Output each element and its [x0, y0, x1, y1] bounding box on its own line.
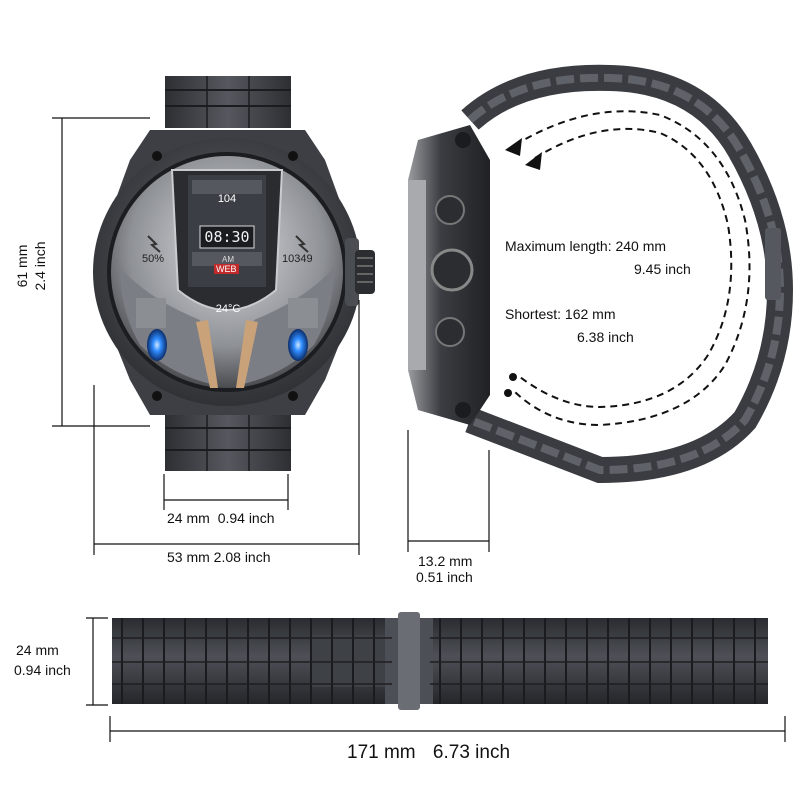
watch-face-calories: 10349	[282, 253, 313, 265]
band-length-mm: 171 mm	[347, 742, 416, 763]
case-width-label: 53 mm 2.08 inch	[167, 549, 271, 565]
front-strap-top	[165, 76, 291, 128]
shortest-length-inch: 6.38 inch	[577, 329, 634, 345]
strap-width-inch: 0.94 inch	[217, 510, 275, 526]
band-flat	[112, 612, 768, 710]
shortest-length-label: Shortest: 162 mm	[505, 306, 616, 322]
height-label-inch: 2.4 inch	[32, 241, 48, 291]
watch-face-time: 08:30	[204, 228, 250, 246]
band-width-inch: 0.94 inch	[14, 662, 71, 678]
thickness-label-inch: 0.51 inch	[416, 569, 473, 585]
watch-face-steps: 104	[217, 193, 237, 205]
max-length-label: Maximum length: 240 mm	[505, 238, 667, 254]
height-label-mm: 61 mm	[14, 244, 30, 288]
strap-width-mm: 24 mm	[167, 510, 210, 526]
crown-button	[345, 238, 375, 306]
band-length-label: 171 mm 6.73 inch	[347, 742, 510, 764]
watch-face-ampm: AM	[222, 255, 234, 264]
wrist-length-arrows	[504, 110, 751, 427]
dimension-lines	[52, 117, 786, 742]
side-strap-loop	[461, 64, 794, 484]
watch-face-temperature: 24°C	[215, 303, 241, 315]
watch-face-day: WEB	[214, 264, 239, 274]
watch-face-battery: 50%	[142, 253, 165, 265]
side-watch-case	[408, 125, 490, 425]
thickness-label-mm: 13.2 mm	[418, 553, 473, 569]
band-length-inch: 6.73 inch	[432, 742, 511, 763]
band-width-mm: 24 mm	[16, 642, 59, 658]
band-links	[112, 618, 768, 704]
max-length-inch: 9.45 inch	[634, 261, 691, 277]
strap-width-label: 24 mm 0.94 inch	[167, 510, 275, 526]
front-strap-bottom	[165, 405, 291, 471]
